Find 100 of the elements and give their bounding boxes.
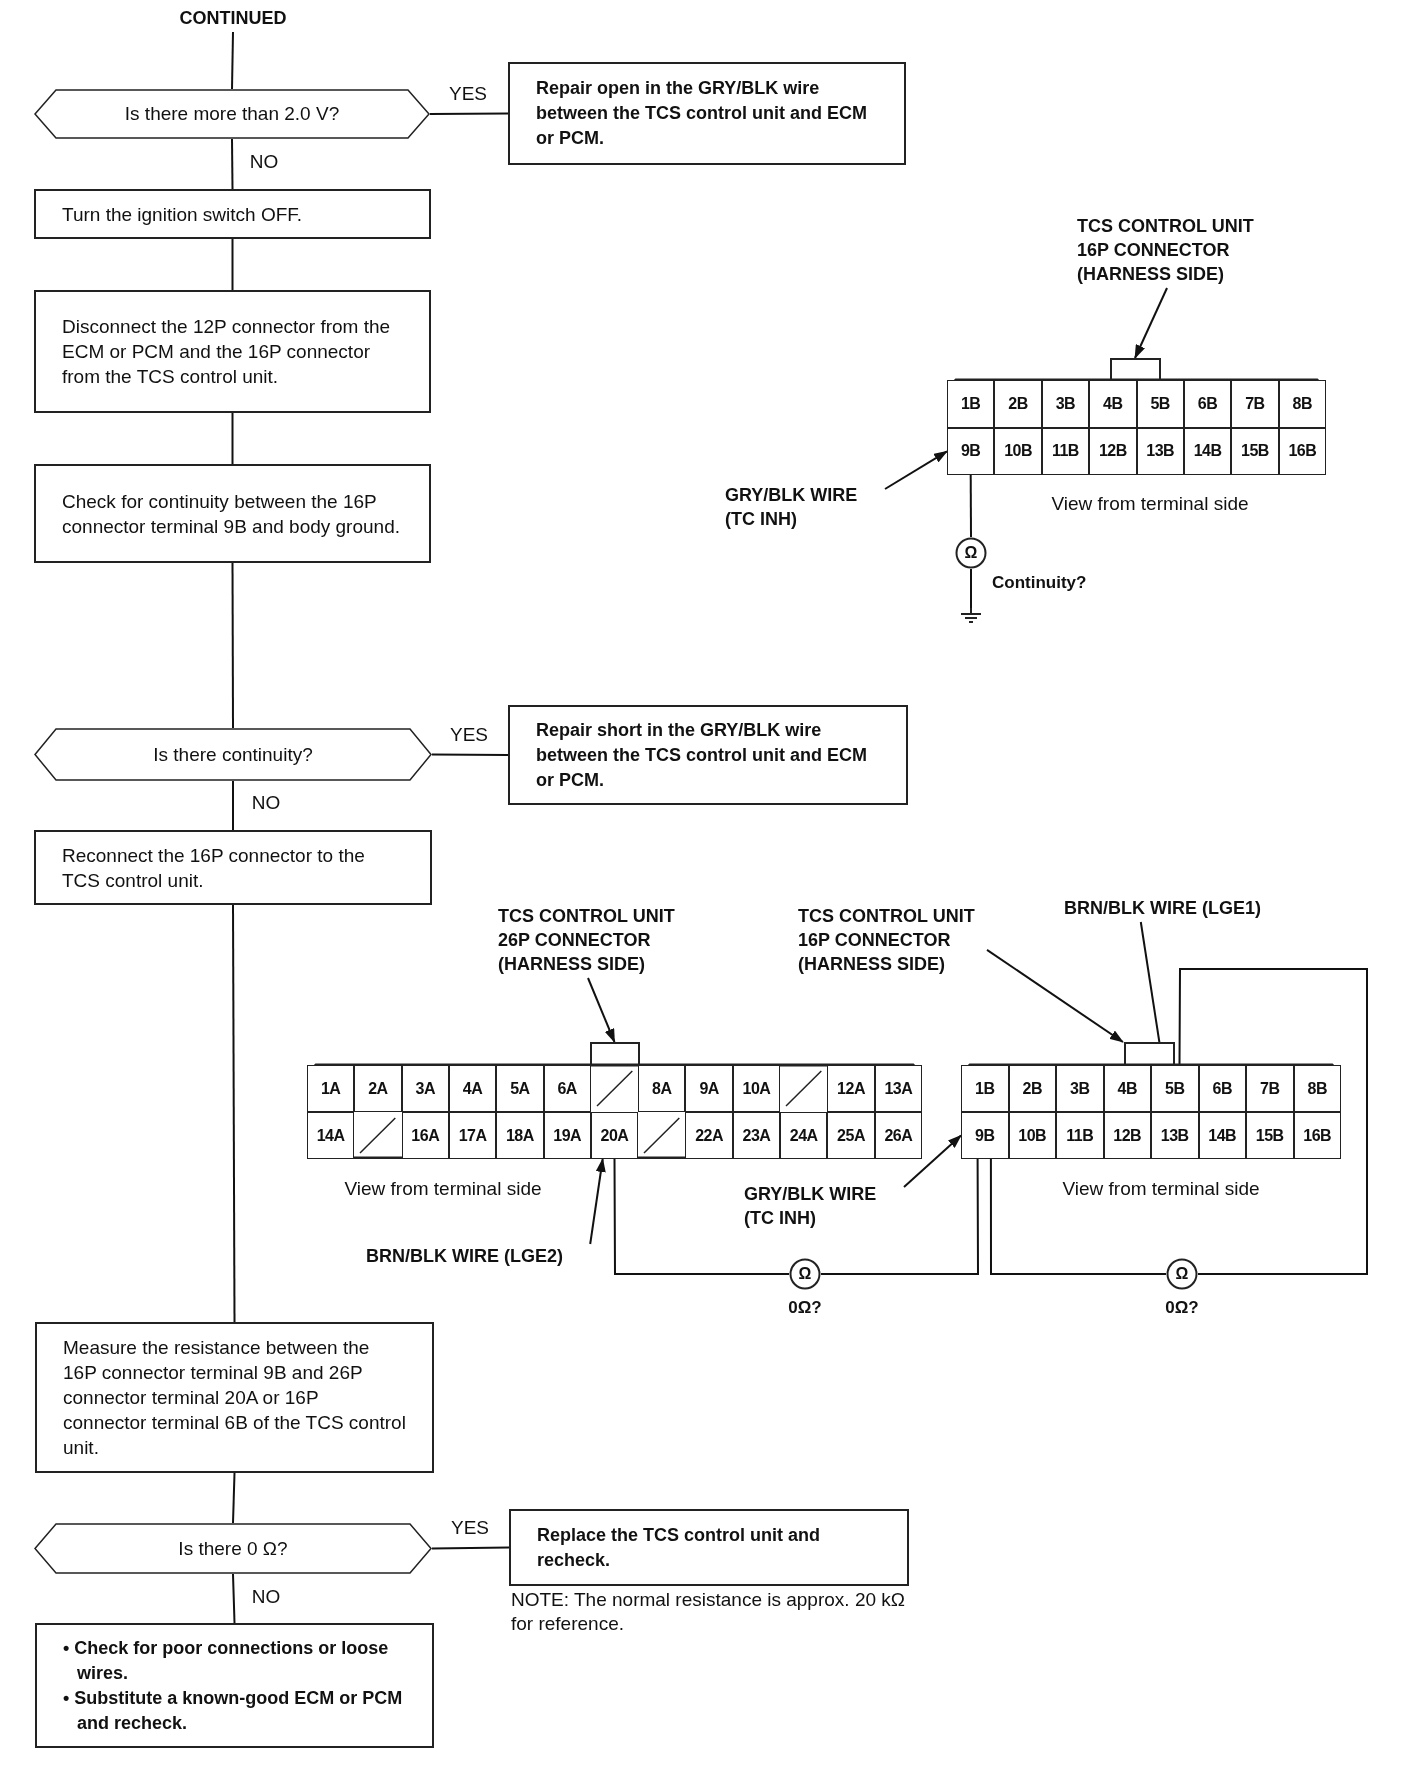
question-text: Is there continuity? (153, 743, 313, 766)
flow-line (232, 1573, 236, 1624)
connector-terminal: 25A (827, 1112, 875, 1159)
connector-terminal: 10B (994, 427, 1042, 475)
connector-terminal: 6B (1198, 1065, 1246, 1112)
wire (970, 568, 972, 609)
flow-line (231, 31, 234, 90)
step-text: Repair open in the GRY/BLK wire between the TCS control unit and ECM or PCM. (536, 77, 868, 150)
leader-arrow (986, 948, 1124, 1043)
connector-terminal: 8B (1293, 1065, 1341, 1112)
connector-terminal: 3A (401, 1065, 449, 1112)
connector-terminal: 9B (961, 1112, 1009, 1159)
wire (1178, 968, 1368, 1275)
flow-line (232, 1472, 236, 1524)
connector-terminal: 3B (1056, 1065, 1104, 1112)
step-text: Repair short in the GRY/BLK wire between the TCS control unit and ECM or PCM. (536, 718, 868, 792)
wire (820, 1158, 979, 1275)
connector-terminal: 15B (1231, 427, 1279, 475)
ohmmeter-symbol: Ω (789, 1258, 821, 1290)
step-text: Disconnect the 12P connector from the ECM or PCM and the 16P connector from the TCS control unit. (62, 315, 392, 389)
connector-terminal: 5A (496, 1065, 544, 1112)
wire (969, 474, 972, 538)
connector-terminal: 12A (827, 1065, 875, 1112)
note-text: NOTE: The normal resistance is approx. 20 kΩ for reference. (511, 1588, 906, 1636)
connector-terminal: 4B (1089, 380, 1137, 428)
connector-terminal: 2B (1008, 1065, 1056, 1112)
view-caption: View from terminal side (1061, 1178, 1261, 1200)
connector-heading: TCS CONTROL UNIT 16P CONNECTOR (HARNESS SIDE) (798, 904, 1008, 978)
flow-line (231, 238, 234, 291)
connector-terminal: 7B (1246, 1065, 1294, 1112)
wire (989, 1158, 1167, 1275)
process-box (34, 830, 432, 905)
connector-terminal: 12B (1103, 1112, 1151, 1159)
connector-terminal: 5B (1136, 380, 1184, 428)
question-text: Is there more than 2.0 V? (124, 103, 340, 125)
flow-line (231, 412, 234, 465)
connector-terminal: 16B (1293, 1112, 1341, 1159)
connector-terminal: 15B (1246, 1112, 1294, 1159)
meter-caption: 0Ω? (787, 1298, 823, 1318)
flow-line (232, 780, 234, 831)
connector-terminal: 14B (1198, 1112, 1246, 1159)
wire-label: BRN/BLK WIRE (LGE1) (1064, 896, 1304, 922)
view-caption: View from terminal side (343, 1178, 543, 1200)
connector-terminal: 13B (1136, 427, 1184, 475)
question-text: Is there 0 Ω? (178, 1537, 288, 1560)
connector-terminal: 11B (1056, 1112, 1104, 1159)
connector-terminal: 4B (1103, 1065, 1151, 1112)
connector-terminal: 4A (448, 1065, 497, 1112)
action-box (35, 1623, 434, 1748)
step-text: Replace the TCS control unit and recheck. (537, 1523, 822, 1572)
process-box (34, 189, 431, 239)
step-text: Reconnect the 16P connector to the TCS control unit. (62, 843, 366, 893)
connector-terminal: 8B (1278, 380, 1326, 428)
decision-hexagon (34, 1523, 432, 1574)
leader-arrow (589, 1158, 606, 1245)
leader-arrow (587, 977, 616, 1043)
connector-terminal: 14A (307, 1112, 355, 1159)
connector-terminal: 22A (685, 1112, 733, 1159)
connector-terminal: 2B (994, 380, 1042, 428)
process-box (34, 290, 431, 413)
connector-heading: TCS CONTROL UNIT 16P CONNECTOR (HARNESS SIDE) (1077, 214, 1277, 288)
connector-terminal: 13A (874, 1065, 922, 1112)
leader-arrow (903, 1134, 962, 1188)
connector-drawing (961, 1042, 1341, 1159)
flow-line (232, 904, 236, 1323)
connector-terminal: 20A (590, 1112, 639, 1159)
ohmmeter-symbol: Ω (955, 537, 987, 569)
connector-heading: TCS CONTROL UNIT 26P CONNECTOR (HARNESS SIDE) (498, 904, 698, 978)
step-text: Measure the resistance between the 16P connector terminal 9B and 26P connector terminal 20A or 16P connector terminal 6B of the TCS control unit. (63, 1336, 406, 1460)
connector-drawing (307, 1042, 922, 1159)
connector-terminal: 6A (543, 1065, 591, 1112)
connector-terminal: 13B (1151, 1112, 1199, 1159)
connector-terminal: 3B (1041, 380, 1090, 428)
connector-terminal: 14B (1183, 427, 1232, 475)
leader-arrow (1134, 287, 1168, 359)
step-text: Check for continuity between the 16P connector terminal 9B and body ground. (62, 489, 401, 539)
decision-hexagon (34, 89, 430, 139)
connector-terminal: 10B (1008, 1112, 1056, 1159)
ohmmeter-symbol: Ω (1166, 1258, 1198, 1290)
connector-terminal: 19A (543, 1112, 591, 1159)
connector-terminal: 1B (961, 1065, 1009, 1112)
leader-arrow (884, 450, 948, 490)
connector-terminal: 23A (732, 1112, 781, 1159)
flow-line (231, 138, 234, 190)
connector-drawing (947, 358, 1326, 475)
step-text: Turn the ignition switch OFF. (62, 202, 304, 227)
flow-start-label: CONTINUED (163, 6, 303, 32)
ground-symbol (959, 608, 983, 624)
connector-terminal: 10A (732, 1065, 781, 1112)
decision-hexagon (34, 728, 432, 781)
connector-terminal: 11B (1041, 427, 1090, 475)
connector-terminal: 6B (1183, 380, 1232, 428)
wire-label: GRY/BLK WIRE (TC INH) (725, 483, 885, 533)
action-box (509, 1509, 909, 1586)
connector-terminal: 16A (401, 1112, 449, 1159)
flow-line (429, 112, 509, 115)
wire-label: GRY/BLK WIRE (TC INH) (744, 1182, 904, 1232)
connector-terminal: 24A (780, 1112, 828, 1159)
wire (613, 1158, 790, 1275)
connector-terminal: 8A (638, 1065, 686, 1112)
